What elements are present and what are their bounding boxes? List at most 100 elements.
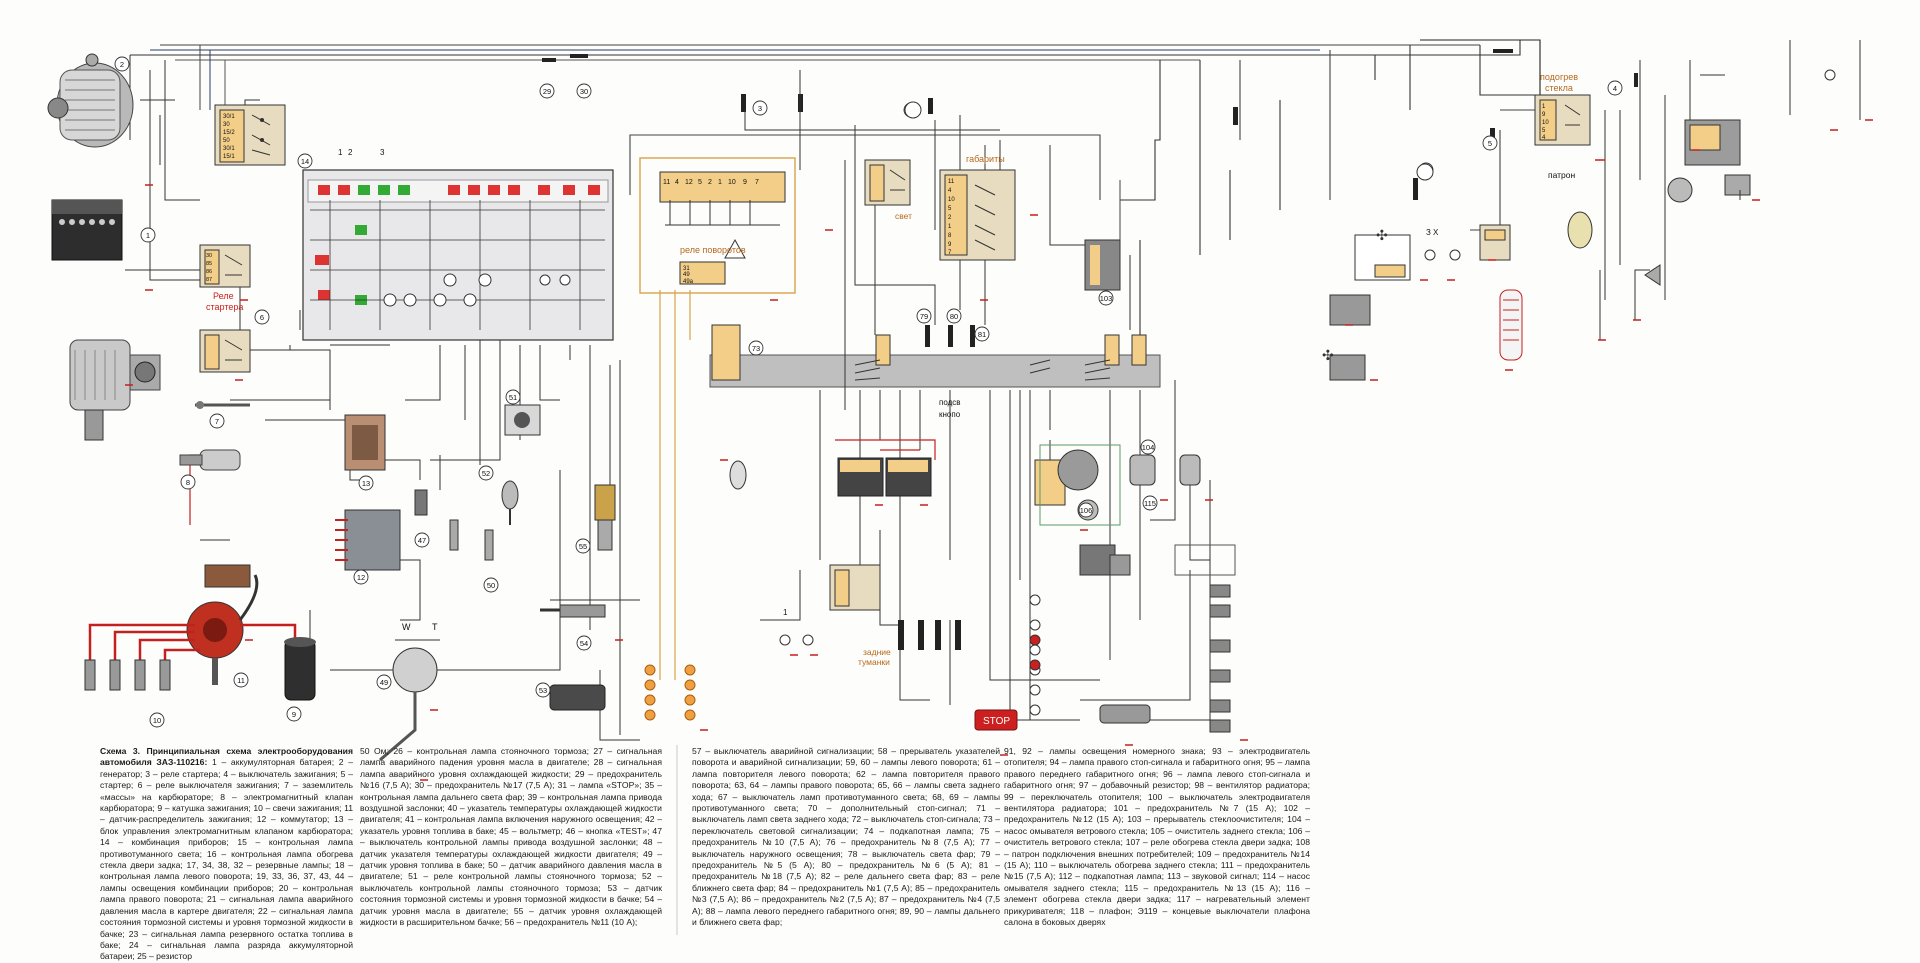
callout: 3 [380, 148, 385, 157]
callout: 115 [1144, 499, 1156, 508]
rear-fog-label-2: туманки [858, 657, 890, 667]
fuse-box-right: З Х [1354, 228, 1439, 281]
sensor-52 [501, 480, 519, 525]
callout: 53 [539, 686, 547, 695]
fuel-sensor-49: W T [379, 622, 440, 762]
callout: 2 [348, 148, 353, 157]
lights-label: габариты [966, 154, 1005, 164]
commutator-12 [204, 509, 401, 588]
pin-label: 10 [728, 179, 736, 186]
right-wires [1599, 40, 1861, 340]
svet-label: свет [895, 211, 912, 221]
podsv-label-1: подсв [939, 398, 961, 407]
pin-label: 1 [718, 179, 722, 186]
callout: 6 [260, 313, 264, 322]
wiper-relay-103 [1084, 239, 1121, 291]
sensor-55 [594, 484, 616, 551]
pin-label: 31 [683, 266, 690, 272]
headlight-relays [837, 457, 932, 497]
red-wires [835, 439, 936, 460]
pin-label: 87 [206, 277, 212, 283]
heater-motor-right [1684, 119, 1751, 196]
caption-column-4: 91, 92 – лампы освещения номерного знака… [1004, 746, 1310, 929]
pin-label: 4 [1542, 135, 1546, 141]
heating-label-1: подогрев [1540, 72, 1578, 82]
stop-lamp: STOP [974, 709, 1018, 731]
orange-wires [659, 290, 691, 680]
caption-text: 57 – выключатель аварийной сигнализации;… [692, 746, 1000, 928]
block-13 [344, 414, 386, 471]
callout: 8 [186, 478, 190, 487]
callout: 50 [487, 581, 495, 590]
fog-relay: задние туманки [829, 564, 891, 667]
zx-label: З Х [1426, 228, 1439, 237]
mass-ground-7 [195, 401, 250, 409]
callout: 3 [758, 104, 762, 113]
fuse [1413, 178, 1418, 200]
callout: 4 [1613, 84, 1617, 93]
starter-relay: 30 85 86 87 Реле стартера [199, 244, 251, 312]
caption-text: 91, 92 – лампы освещения номерного знака… [1004, 746, 1310, 928]
callout: 2 [120, 60, 124, 69]
t-label: T [432, 622, 438, 632]
pin-label: 1 [948, 224, 952, 230]
callout: 13 [362, 479, 370, 488]
pin-label: 11 [948, 179, 955, 185]
horn [1644, 177, 1693, 286]
headlight-left [729, 460, 747, 490]
wiper-motor-106 [1034, 444, 1121, 526]
caption-column-1: Схема 3. Принципиальная схема электрообо… [100, 746, 353, 963]
pin-label: 15/1 [223, 154, 235, 160]
pin-label: 7 [755, 179, 759, 186]
w-label: W [402, 622, 411, 632]
callout: 1 [783, 608, 788, 617]
sensor-47 [414, 489, 428, 516]
svet-relay: свет [864, 159, 912, 221]
heater-motor [1079, 544, 1131, 576]
distributor-11 [186, 574, 259, 685]
pin-label: 50 [223, 138, 230, 144]
caption-column-3: 57 – выключатель аварийной сигнализации;… [692, 746, 1000, 929]
callout: 106 [1080, 506, 1093, 515]
sensor-51 [504, 404, 541, 436]
callout: 49 [380, 678, 388, 687]
spark-plugs-10 [84, 659, 171, 691]
pin-label: 30 [223, 122, 230, 128]
fuse [1493, 49, 1513, 53]
callout: 30 [580, 87, 588, 96]
callout: 14 [301, 157, 309, 166]
fuse [1233, 107, 1238, 125]
callout-circles [114, 56, 1623, 728]
fuse [1634, 73, 1638, 87]
callout: 1 [146, 231, 150, 240]
pin-label: 5 [698, 179, 702, 186]
stop-label: STOP [983, 716, 1010, 727]
ignition-relay [199, 329, 251, 373]
pin-label: 4 [675, 179, 679, 186]
fuse-bank [898, 620, 961, 650]
turn-signal-lamps [644, 664, 696, 721]
patron-label: патрон [1548, 170, 1575, 180]
pin-label: 10 [948, 197, 955, 203]
caption-column-2: 50 Ом; 26 – контрольная лампа стояночног… [360, 746, 662, 929]
callout: 5 [1488, 139, 1492, 148]
callout: 54 [580, 639, 588, 648]
lamp-symbols [779, 69, 1836, 716]
starter [69, 339, 161, 441]
callout: 73 [752, 344, 760, 353]
pin-label: 85 [206, 261, 212, 267]
fuse [542, 58, 556, 62]
pin-label: 5 [948, 206, 952, 212]
pin-label: 1 [1542, 104, 1546, 110]
callout: 51 [509, 393, 517, 402]
rear-wiper-motor [1099, 704, 1151, 724]
fuse [928, 98, 933, 114]
pin-label: 12 [685, 179, 693, 186]
pin-label: 30/1 [223, 146, 235, 152]
pin-label: 49 [683, 272, 690, 278]
wiring-diagram-page: 30/1 30 15/2 50 30/1 15/1 30 85 86 87 Ре… [47, 39, 1873, 961]
pin-label: 9 [743, 179, 747, 186]
callout-labels: 2 1 6 7 8 9 10 11 12 13 14 29 30 47 49 5… [120, 60, 1617, 725]
battery [51, 199, 123, 261]
turn-relay-block: 11 4 12 5 2 1 10 9 7 реле поворотов 31 4… [639, 157, 796, 294]
